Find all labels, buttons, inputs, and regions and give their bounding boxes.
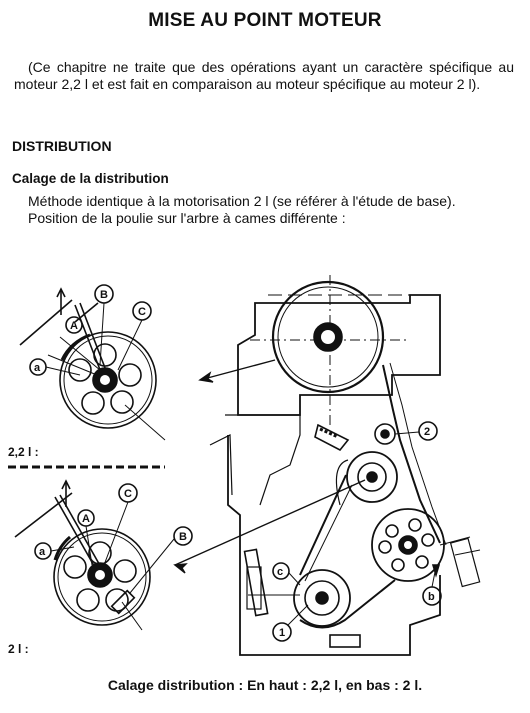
callout-a-lower: A	[82, 513, 90, 525]
intro-paragraph: (Ce chapitre ne traite que des opération…	[14, 59, 514, 93]
callout-a-upper: A	[70, 320, 78, 332]
upper-callouts: B C A a	[29, 284, 152, 376]
callout-a-small-lower: a	[39, 546, 46, 558]
subsection-heading: Calage de la distribution	[12, 171, 169, 186]
section-heading: DISTRIBUTION	[12, 138, 112, 154]
auxiliary-pulley	[371, 508, 481, 588]
callout-a-small-upper: a	[34, 362, 41, 374]
callout-b-upper: B	[100, 289, 108, 301]
callout-c-upper: C	[138, 306, 146, 318]
timing-diagram: B C A a 2,2 l : C A B a 2 l :	[8, 275, 481, 656]
pointer-arrows	[173, 359, 366, 574]
callout-c-lower: C	[124, 488, 132, 500]
figure-caption: Calage distribution : En haut : 2,2 l, e…	[107, 677, 423, 693]
callout-b-main: b	[428, 591, 435, 603]
crankshaft-pulley	[246, 566, 351, 627]
camshaft-pulley	[271, 280, 385, 394]
lower-callouts: C A B a	[34, 483, 193, 594]
lower-label: 2 l :	[8, 642, 29, 656]
main-callouts: 1 c b	[272, 562, 442, 642]
upper-cam-pulley-detail	[19, 287, 166, 441]
callout-b-lower: B	[179, 531, 187, 543]
paragraph-method: Méthode identique à la motorisation 2 l …	[28, 193, 456, 209]
intro-text: (Ce chapitre ne traite que des opération…	[14, 59, 514, 92]
paragraph-position: Position de la poulie sur l'arbre à came…	[28, 210, 346, 226]
upper-label: 2,2 l :	[8, 445, 39, 459]
callout-c-main: c	[277, 566, 283, 578]
intermediate-pulley	[314, 423, 398, 503]
tensioner: 2	[374, 421, 438, 445]
timing-belt	[299, 362, 447, 629]
callout-1: 1	[279, 627, 285, 639]
body-text: Méthode identique à la motorisation 2 l …	[14, 193, 514, 227]
page-title: MISE AU POINT MOTEUR	[148, 10, 382, 31]
callout-2: 2	[424, 426, 430, 438]
lower-cam-pulley-detail	[14, 479, 151, 631]
